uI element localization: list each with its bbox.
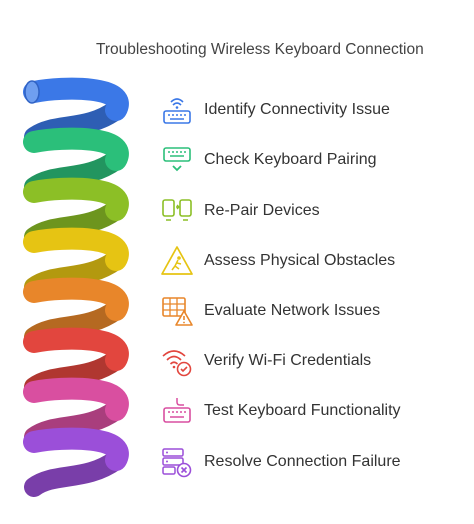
- step-label: Identify Connectivity Issue: [204, 101, 390, 118]
- coil-segment: [23, 277, 129, 321]
- spiral-coil: [23, 77, 129, 497]
- step-assess-obstacles: Assess Physical Obstacles: [160, 243, 470, 279]
- wifi-check-icon: [162, 350, 192, 377]
- server-error-icon: [162, 448, 192, 478]
- step-check-pairing: Check Keyboard Pairing: [160, 142, 470, 178]
- coil-segment: [23, 77, 129, 121]
- coil-segment: [23, 377, 129, 421]
- step-label: Assess Physical Obstacles: [204, 252, 396, 269]
- step-label: Test Keyboard Functionality: [204, 402, 401, 419]
- step-label: Re-Pair Devices: [204, 202, 320, 219]
- wireless-keyboard-icon: [163, 98, 191, 124]
- coil-end-cap: [24, 80, 40, 104]
- coil-segment: [23, 127, 129, 171]
- device-pair-icon: [162, 199, 192, 221]
- step-re-pair: Re-Pair Devices: [160, 193, 470, 229]
- coil-segment: [23, 227, 129, 271]
- step-test-keyboard: Test Keyboard Functionality: [160, 393, 470, 429]
- step-evaluate-network: Evaluate Network Issues: [160, 293, 470, 329]
- step-resolve-failure: Resolve Connection Failure: [160, 444, 470, 480]
- step-label: Resolve Connection Failure: [204, 453, 401, 470]
- step-identify-connectivity: Identify Connectivity Issue: [160, 92, 470, 128]
- keyboard-test-icon: [163, 398, 191, 423]
- step-verify-wifi: Verify Wi-Fi Credentials: [160, 343, 470, 379]
- step-label: Verify Wi-Fi Credentials: [204, 352, 372, 369]
- step-label: Check Keyboard Pairing: [204, 151, 377, 168]
- obstacle-warning-icon: [161, 246, 193, 275]
- coil-segment: [23, 177, 129, 221]
- coil-segment: [23, 427, 129, 471]
- keyboard-check-icon: [163, 147, 191, 172]
- step-label: Evaluate Network Issues: [204, 302, 381, 319]
- diagram-title: Troubleshooting Wireless Keyboard Connec…: [96, 41, 424, 58]
- coil-back-strand: [24, 450, 126, 497]
- coil-segment: [23, 327, 129, 371]
- network-alert-icon: [162, 297, 193, 326]
